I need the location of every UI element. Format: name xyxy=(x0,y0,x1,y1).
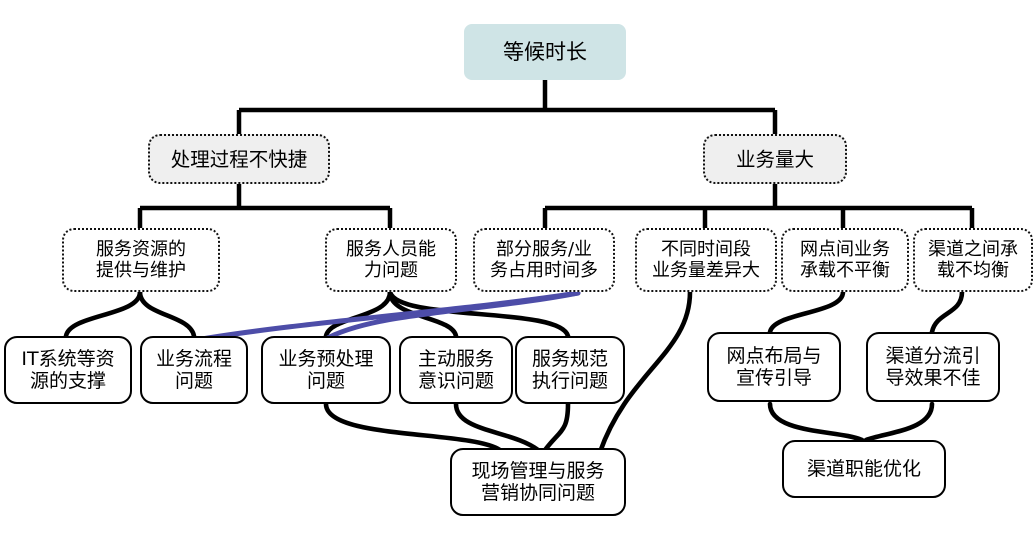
node-l3-service-resource-provision[interactable]: 服务资源的 提供与维护 xyxy=(62,228,220,292)
node-l3-staff-capability[interactable]: 服务人员能 力问题 xyxy=(325,228,457,292)
node-l5-channel-function-optimization[interactable]: 渠道职能优化 xyxy=(782,440,946,498)
edge-l3b-l4e xyxy=(387,289,571,339)
node-l4-branch-layout-promotion[interactable]: 网点布局与 宣传引导 xyxy=(707,332,841,402)
edge-l3a-l4b xyxy=(137,289,197,339)
node-l4-it-system-support[interactable]: IT系统等资 源的支撑 xyxy=(4,336,132,404)
edge-l4g-l5b xyxy=(863,401,935,443)
node-l3-service-time-consuming[interactable]: 部分服务/业 务占用时间多 xyxy=(473,228,615,292)
node-l4-business-process-issue[interactable]: 业务流程 问题 xyxy=(140,336,248,404)
node-l2-processing-not-fast[interactable]: 处理过程不快捷 xyxy=(148,134,330,184)
edge-l4d-l5a xyxy=(453,401,541,453)
node-l4-service-standard-execution[interactable]: 服务规范 执行问题 xyxy=(515,336,625,404)
node-l3-branch-load-imbalance[interactable]: 网点间业务 承载不平衡 xyxy=(781,228,909,292)
edge-l3b-l4c xyxy=(323,289,393,339)
edge-l4f-l5b xyxy=(767,401,865,443)
crosslink-l3c-l4c xyxy=(321,290,581,343)
node-l5-onsite-management-coordination[interactable]: 现场管理与服务 营销协同问题 xyxy=(450,448,626,516)
node-l4-channel-diversion-effect[interactable]: 渠道分流引 导效果不佳 xyxy=(866,332,1000,402)
edge-l3d-l5a xyxy=(597,289,693,455)
edge-l3e-l4f xyxy=(767,289,846,335)
node-root[interactable]: 等候时长 xyxy=(464,24,626,80)
node-l2-high-business-volume[interactable]: 业务量大 xyxy=(703,134,847,184)
edge-l4c-l5a xyxy=(323,401,503,453)
node-l4-proactive-service-awareness[interactable]: 主动服务 意识问题 xyxy=(399,336,513,404)
edge-l4e-l5a xyxy=(542,401,571,453)
node-l3-channel-load-imbalance[interactable]: 渠道之间承 载不均衡 xyxy=(913,228,1033,292)
edge-l3f-l4g xyxy=(929,289,965,335)
edge-l3a-l4a xyxy=(63,289,143,339)
node-l4-pre-processing-issue[interactable]: 业务预处理 问题 xyxy=(261,336,391,404)
node-l3-time-period-variance[interactable]: 不同时间段 业务量差异大 xyxy=(635,228,777,292)
